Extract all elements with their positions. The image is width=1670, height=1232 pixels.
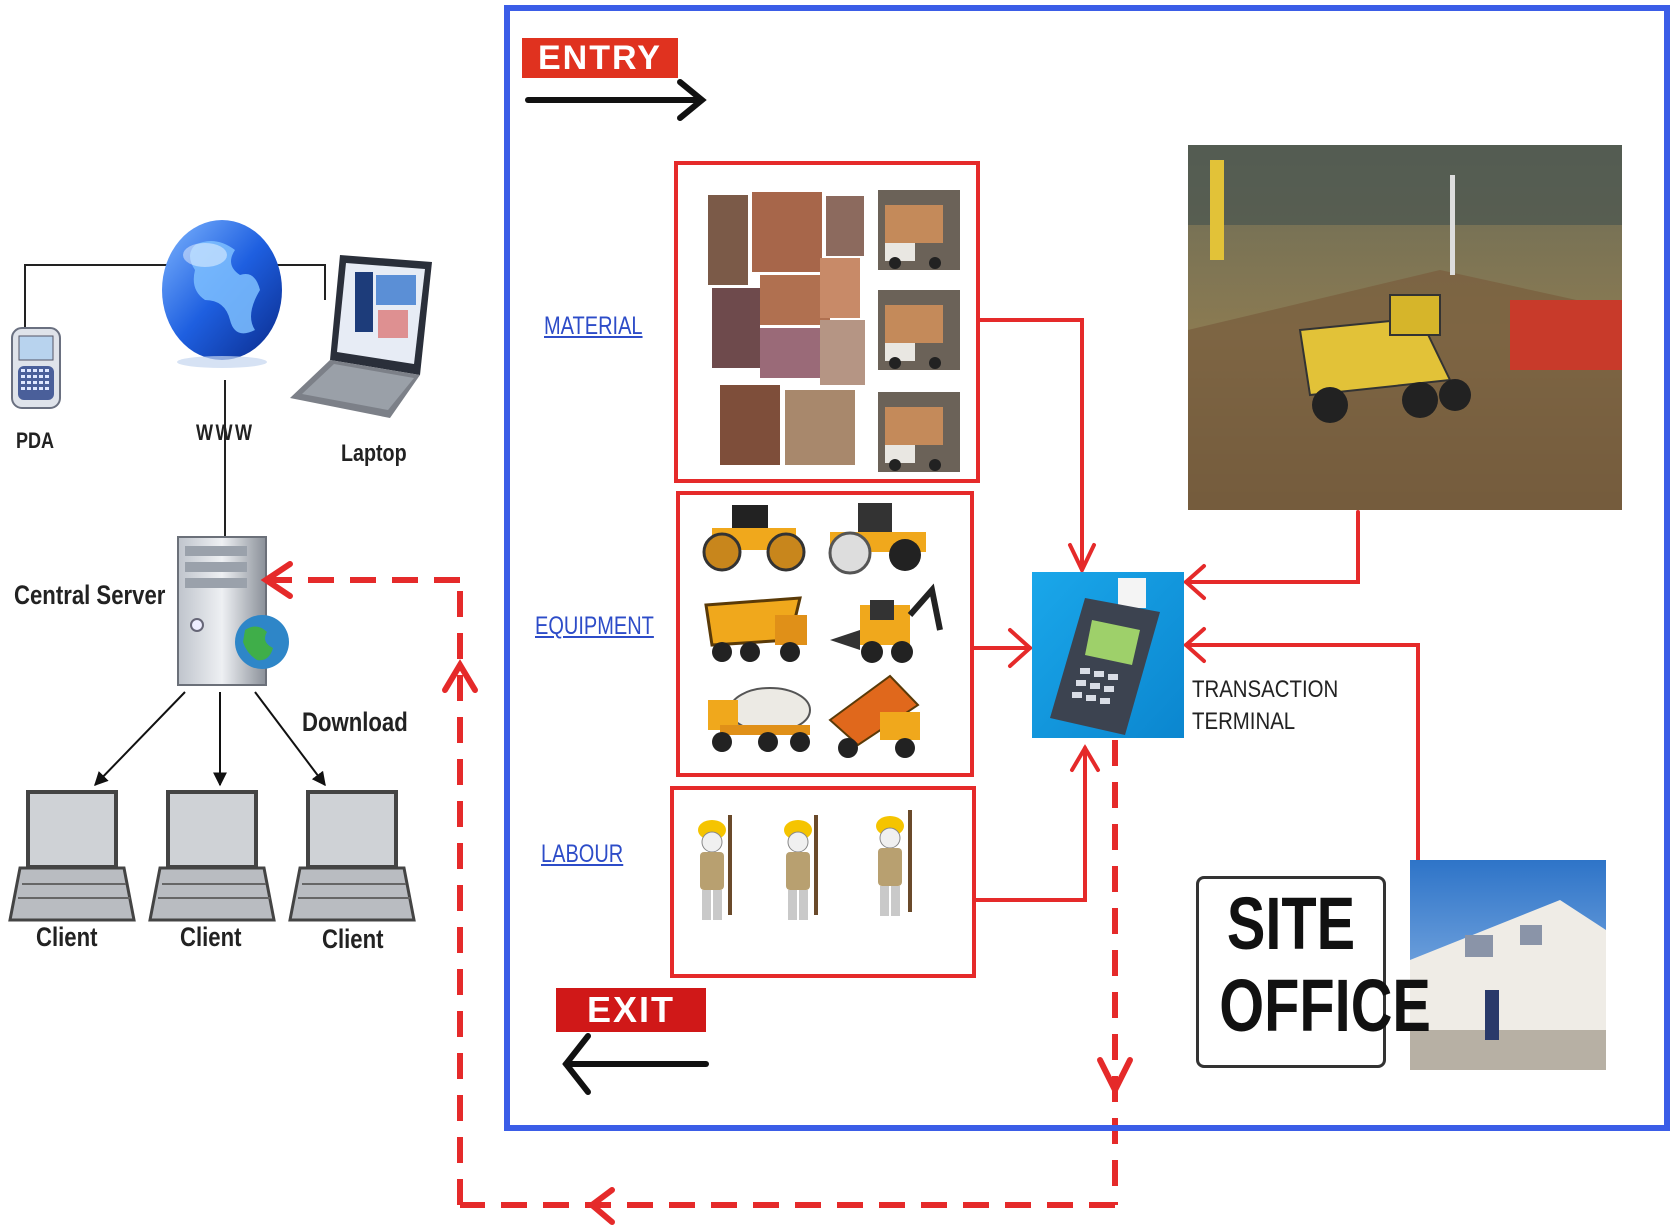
transaction-terminal-label: TRANSACTION TERMINAL	[1192, 674, 1338, 738]
terminal-label-line2: TERMINAL	[1192, 708, 1296, 735]
equipment-box	[676, 491, 974, 777]
globe-icon	[162, 220, 282, 368]
central-server-label: Central Server	[14, 580, 166, 610]
dump-truck-icon	[704, 596, 807, 662]
www-label: WWW	[196, 420, 255, 445]
laptop-icon	[290, 255, 432, 418]
exit-badge: EXIT	[586, 989, 675, 1030]
worker-icon	[698, 815, 732, 920]
labour-label[interactable]: LABOUR	[541, 840, 624, 868]
mixer-truck-icon	[708, 687, 811, 752]
dashed-arrowheads	[260, 561, 1133, 1225]
worker-icon	[784, 815, 818, 920]
client-laptop-icon	[288, 790, 416, 922]
flow-lines	[970, 318, 1420, 902]
client-label: Client	[180, 922, 242, 952]
client-laptop-icon	[148, 790, 276, 922]
transaction-terminal-icon	[1032, 572, 1184, 738]
site-office-line2: OFFICE	[1219, 964, 1431, 1047]
entry-badge-bg	[522, 38, 678, 78]
download-arrows	[94, 691, 326, 787]
compactor-icon	[828, 503, 926, 575]
site-office-photo	[1410, 860, 1606, 1070]
equipment-icons	[702, 503, 943, 758]
backhoe-icon	[830, 583, 943, 663]
labour-box	[670, 786, 976, 978]
laptop-label: Laptop	[341, 440, 407, 467]
material-photos	[708, 190, 960, 472]
truck-photo	[878, 190, 960, 270]
network-lines	[24, 264, 326, 540]
exit-arrow	[562, 1033, 709, 1095]
construction-site-photo	[1188, 145, 1622, 510]
roller-icon	[702, 505, 806, 572]
site-office-sign: SITE OFFICE	[1196, 876, 1431, 1068]
client-label: Client	[322, 924, 384, 954]
site-boundary	[504, 5, 1670, 1131]
material-label[interactable]: MATERIAL	[544, 312, 643, 340]
terminal-label-line1: TRANSACTION	[1192, 676, 1339, 703]
dump-truck-in-photo	[1298, 294, 1471, 423]
truck-photo	[878, 290, 960, 370]
tipper-icon	[828, 674, 920, 758]
client-laptop-icon	[8, 790, 136, 922]
entry-arrow	[525, 79, 707, 121]
entry-badge: ENTRY	[538, 39, 662, 77]
pda-icon	[11, 327, 61, 409]
server-icon	[177, 536, 289, 686]
worker-icon	[876, 810, 912, 916]
client-label: Client	[36, 922, 98, 952]
pda-label: PDA	[16, 428, 55, 453]
truck-photo	[878, 392, 960, 472]
equipment-label[interactable]: EQUIPMENT	[535, 612, 654, 640]
exit-badge-bg	[556, 988, 706, 1032]
site-office-line1: SITE	[1226, 882, 1356, 965]
download-label: Download	[302, 707, 408, 737]
